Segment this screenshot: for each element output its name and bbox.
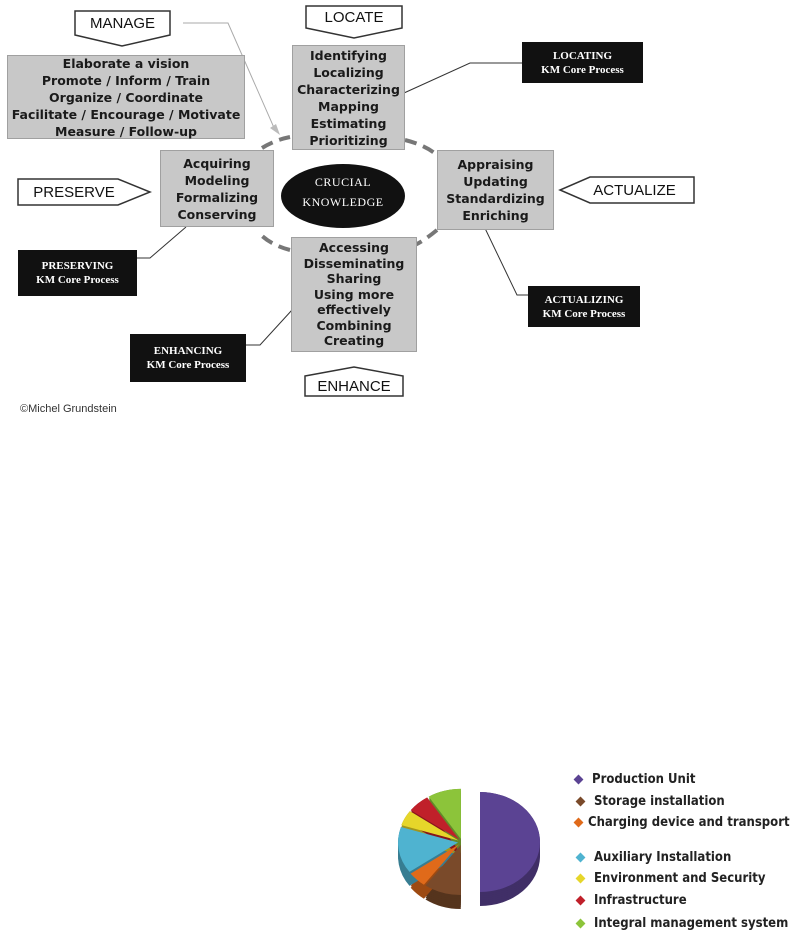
manage-item: Measure / Follow-up bbox=[55, 123, 197, 139]
preserve-item: Modeling bbox=[184, 172, 250, 188]
legend-item: Storage installation bbox=[575, 794, 725, 809]
process-title: ENHANCING bbox=[153, 345, 223, 357]
actualizing-connector bbox=[481, 221, 528, 296]
pie-slice-environment-and-security bbox=[401, 811, 459, 841]
legend-label: Storage installation bbox=[594, 794, 725, 809]
actualize-item: Updating bbox=[463, 174, 528, 189]
legend-marker-icon bbox=[575, 895, 586, 906]
locate-label: LOCATE bbox=[324, 8, 384, 26]
enhance-item: Creating bbox=[323, 333, 385, 349]
actualize-item: Enriching bbox=[462, 208, 529, 223]
enhance-item: Disseminating bbox=[303, 255, 405, 271]
crucial-knowledge-ellipse bbox=[281, 164, 405, 228]
preserving-connector bbox=[137, 226, 187, 259]
legend-item: Infrastructure bbox=[575, 893, 687, 908]
legend-label: Infrastructure bbox=[594, 893, 687, 908]
actualize-shape bbox=[558, 176, 695, 204]
manage-label: MANAGE bbox=[89, 14, 155, 32]
preserving-process-box: PRESERVING KM Core Process bbox=[18, 250, 137, 296]
actualize-item: Appraising bbox=[457, 157, 534, 172]
legend-item: Integral management system bbox=[575, 916, 789, 931]
legend-label: Production Unit bbox=[592, 772, 696, 787]
legend-marker-icon bbox=[573, 817, 584, 828]
preserve-item: Conserving bbox=[177, 206, 257, 222]
preserve-shape bbox=[17, 178, 152, 206]
locate-item: Characterizing bbox=[297, 81, 400, 97]
legend-label: Charging device and transport bbox=[588, 815, 790, 830]
manage-item: Organize / Coordinate bbox=[49, 89, 203, 105]
enhance-shape bbox=[304, 366, 404, 397]
pie-slice-production-unit bbox=[480, 792, 540, 892]
manage-arrow-line bbox=[183, 22, 276, 131]
enhance-item: effectively bbox=[317, 302, 391, 318]
pie-slice-charging-device-and-transport bbox=[410, 844, 460, 885]
legend-item: Environment and Security bbox=[575, 871, 766, 886]
process-subtitle: KM Core Process bbox=[36, 274, 119, 286]
process-title: PRESERVING bbox=[41, 260, 114, 272]
manage-item: Promote / Inform / Train bbox=[41, 72, 211, 88]
center-line: CRUCIAL bbox=[314, 175, 372, 189]
locate-box: Identifying Localizing Characterizing Ma… bbox=[292, 45, 405, 150]
legend-item: Charging device and transport bbox=[573, 815, 790, 830]
enhance-item: Using more bbox=[313, 286, 395, 302]
process-subtitle: KM Core Process bbox=[146, 359, 230, 371]
process-subtitle: KM Core Process bbox=[542, 307, 626, 320]
preserve-item: Acquiring bbox=[183, 155, 251, 171]
center-line: KNOWLEDGE bbox=[302, 195, 384, 209]
process-title: LOCATING bbox=[552, 49, 613, 62]
actualize-item: Standardizing bbox=[446, 191, 545, 206]
enhancing-connector bbox=[246, 309, 293, 346]
locate-item: Estimating bbox=[310, 115, 387, 131]
process-title: ACTUALIZING bbox=[544, 293, 624, 306]
copyright: ©Michel Grundstein bbox=[20, 403, 117, 415]
manage-arrowhead bbox=[270, 124, 280, 135]
pie-slice-storage-installation bbox=[425, 845, 461, 896]
preserve-item: Formalizing bbox=[175, 189, 259, 205]
legend-marker-icon bbox=[575, 873, 586, 884]
pie-slice-integral-management-system bbox=[428, 788, 461, 839]
preserve-label: PRESERVE bbox=[33, 183, 115, 201]
locate-item: Identifying bbox=[310, 47, 387, 63]
pie-slice-infrastructure bbox=[410, 797, 460, 840]
manage-shape bbox=[74, 10, 171, 47]
legend-marker-icon bbox=[573, 774, 584, 785]
manage-item: Facilitate / Encourage / Motivate bbox=[11, 106, 241, 122]
enhance-item: Sharing bbox=[326, 271, 382, 287]
actualizing-process-box: ACTUALIZING KM Core Process bbox=[528, 286, 640, 327]
preserve-box: Acquiring Modeling Formalizing Conservin… bbox=[160, 150, 274, 227]
legend-item: Auxiliary Installation bbox=[575, 850, 732, 865]
legend-marker-icon bbox=[575, 918, 586, 929]
legend-item: Production Unit bbox=[573, 772, 696, 787]
manage-item: Elaborate a vision bbox=[62, 55, 190, 71]
locate-item: Mapping bbox=[318, 98, 379, 114]
actualize-box: Appraising Updating Standardizing Enrich… bbox=[437, 150, 554, 230]
legend-marker-icon bbox=[575, 796, 586, 807]
pie-chart bbox=[398, 788, 540, 910]
enhance-label: ENHANCE bbox=[317, 377, 391, 395]
locating-connector bbox=[403, 62, 522, 94]
crucial-knowledge-text: CRUCIAL KNOWLEDGE bbox=[281, 172, 405, 212]
enhance-box: Accessing Disseminating Sharing Using mo… bbox=[291, 237, 417, 352]
legend-label: Integral management system bbox=[594, 916, 789, 931]
connector-lines bbox=[17, 5, 695, 397]
enhance-item: Accessing bbox=[319, 240, 389, 256]
locate-item: Localizing bbox=[313, 64, 384, 80]
locate-item: Prioritizing bbox=[309, 132, 388, 148]
legend-label: Auxiliary Installation bbox=[594, 850, 732, 865]
pie-slice-auxiliary-installation bbox=[398, 827, 459, 872]
enhancing-process-box: ENHANCING KM Core Process bbox=[130, 334, 246, 382]
manage-box: Elaborate a vision Promote / Inform / Tr… bbox=[7, 55, 245, 139]
legend-marker-icon bbox=[575, 852, 586, 863]
enhance-item: Combining bbox=[316, 317, 392, 333]
actualize-label: ACTUALIZE bbox=[593, 181, 676, 199]
locate-shape bbox=[305, 5, 403, 39]
process-subtitle: KM Core Process bbox=[541, 63, 624, 76]
locating-process-box: LOCATING KM Core Process bbox=[522, 42, 643, 83]
legend-label: Environment and Security bbox=[594, 871, 766, 886]
